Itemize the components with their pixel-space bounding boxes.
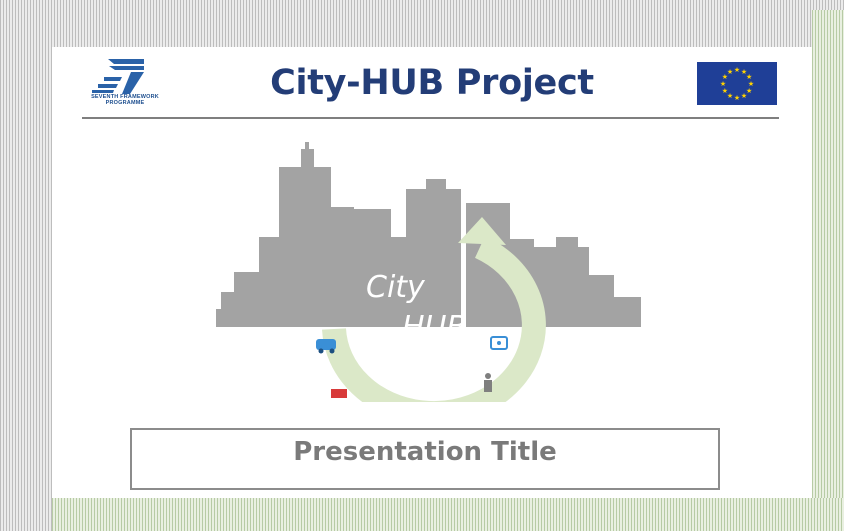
logo-word-hub: HUB bbox=[402, 310, 467, 345]
eu-flag-star: ★ bbox=[741, 68, 747, 76]
car-icon bbox=[316, 339, 336, 354]
fp7-icon bbox=[92, 59, 144, 94]
logo-word-city: City bbox=[366, 270, 426, 305]
cycle-arrow-head bbox=[458, 217, 506, 245]
eu-flag-star: ★ bbox=[741, 92, 747, 100]
walking-person-icon bbox=[484, 373, 492, 392]
eu-flag-star: ★ bbox=[722, 87, 728, 95]
eu-flag-star: ★ bbox=[720, 80, 726, 88]
fp7-logo: SEVENTH FRAMEWORK PROGRAMME bbox=[84, 57, 166, 107]
eu-flag-icon: ★★★★★★★★★★★★ bbox=[720, 66, 754, 102]
page-title: City-HUB Project bbox=[270, 63, 594, 103]
eu-flag: ★★★★★★★★★★★★ bbox=[697, 62, 777, 105]
frame-border-bottom bbox=[52, 498, 844, 531]
fp7-label: SEVENTH FRAMEWORK PROGRAMME bbox=[84, 94, 166, 106]
header-divider bbox=[82, 117, 779, 119]
eu-flag-star: ★ bbox=[722, 73, 728, 81]
city-skyline-icon: City HUB bbox=[216, 142, 641, 436]
eu-flag-star: ★ bbox=[746, 73, 752, 81]
eu-flag-star: ★ bbox=[746, 87, 752, 95]
fp7-label-line1: SEVENTH FRAMEWORK bbox=[91, 94, 159, 100]
cycle-arrow bbox=[322, 236, 546, 426]
presentation-title-box[interactable]: Presentation Title bbox=[130, 428, 720, 490]
fp7-label-line2: PROGRAMME bbox=[105, 100, 145, 106]
eu-flag-star: ★ bbox=[734, 66, 740, 74]
skyline-silhouette bbox=[216, 142, 641, 327]
eu-flag-star: ★ bbox=[727, 68, 733, 76]
frame-border-right bbox=[812, 10, 844, 531]
slide: SEVENTH FRAMEWORK PROGRAMME City-HUB Pro… bbox=[52, 47, 812, 498]
eu-flag-star: ★ bbox=[734, 94, 740, 102]
eu-flag-star: ★ bbox=[727, 92, 733, 100]
presentation-title: Presentation Title bbox=[293, 437, 557, 467]
tram-icon bbox=[331, 389, 347, 398]
city-hub-logo: City HUB bbox=[216, 137, 646, 436]
eu-flag-star: ★ bbox=[748, 80, 754, 88]
bus-icon bbox=[490, 336, 508, 350]
